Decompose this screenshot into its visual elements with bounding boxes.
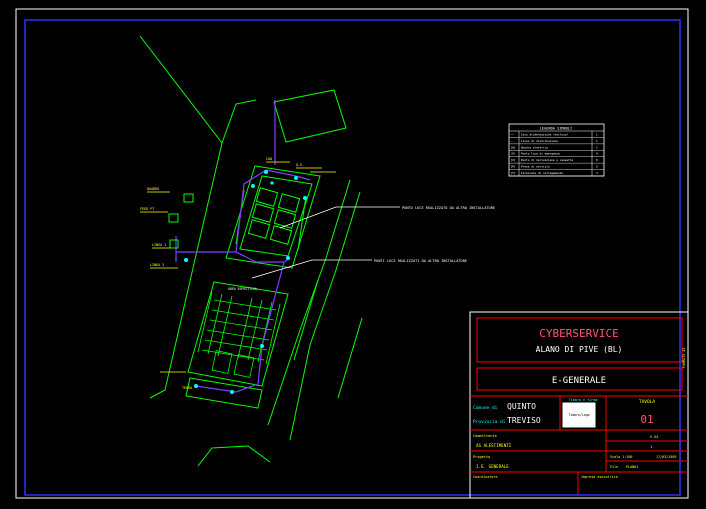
legend-description: Terminale di collegamento [521, 171, 563, 175]
legend-description: Punto luce di emergenza [521, 152, 560, 156]
yellow-ticks [140, 161, 336, 373]
legend-quantity: 6 [596, 158, 598, 162]
legend-description: Linea di distribuzione [521, 139, 558, 143]
boundary-line-left [139, 35, 223, 399]
coordinator-label: Coordinatore [473, 475, 498, 479]
stamp-text: Timbro/Logo [568, 413, 589, 417]
label-linea2: LINEA 2 [150, 263, 164, 267]
wiring [175, 100, 311, 393]
label-cab: CAB [266, 157, 272, 161]
sheet-number: 01 [640, 413, 653, 426]
legend-title: LEGENDA SIMBOLI [540, 127, 572, 131]
file-label: File [610, 465, 618, 469]
building-lower [187, 281, 289, 387]
road-edge-line-2 [337, 317, 363, 399]
feeder-box-1 [183, 193, 194, 203]
entrance-block [185, 377, 263, 409]
wire-lower [235, 251, 291, 263]
legend-description: Cavo alimentazione (escluso) [521, 132, 568, 136]
label-linea1: LINEA 1 [152, 243, 166, 247]
revision: 1 [650, 445, 652, 449]
legend-description: Presa di servizio [521, 165, 550, 169]
file-value: PLAN01 [626, 465, 638, 469]
legend-symbol: [T] [511, 171, 516, 175]
side-note: FORMATO A3 [682, 348, 686, 368]
wire-down [195, 261, 285, 393]
area-label: AREA ESPOSITIVA [228, 287, 257, 291]
sheet-outer-border [15, 8, 689, 499]
drawing-title: E-GENERALE [552, 376, 606, 386]
annotation-leaders [251, 206, 400, 279]
road-edge-far-right [289, 191, 361, 441]
company-box [476, 317, 683, 363]
label-feed: FEED PT [140, 207, 154, 211]
legend-quantity: 4 [596, 152, 598, 156]
site-location: ALANO DI PIVE (BL) [536, 345, 623, 354]
wire-main [176, 169, 311, 253]
stamp-label: Timbro e firma [569, 398, 598, 402]
sheet-label: TAVOLA [639, 399, 656, 405]
scale-line: Scala 1:200 [610, 455, 632, 459]
legend-symbol: ~~ [511, 132, 515, 136]
stamp-box [562, 402, 596, 428]
legend-symbol: (O) [511, 152, 516, 156]
legend-quantity: 3 [596, 171, 598, 175]
site-plan [139, 35, 363, 467]
legend-symbol: [Q] [511, 145, 516, 149]
date: 17/03/2009 [656, 455, 676, 459]
entrance-curve [197, 445, 271, 467]
upper-stalls [235, 187, 307, 251]
legend-description: Quadro elettrico [521, 145, 548, 149]
label-quadro: QUADRO [147, 187, 159, 191]
project-label: Progetto [473, 455, 490, 459]
label-qe: Q.E. [296, 163, 304, 167]
road-edge-right [267, 179, 351, 426]
city-value: QUINTO [507, 402, 536, 411]
legend-quantity: 1 [596, 139, 598, 143]
legend-symbol: [P] [511, 165, 516, 169]
device-markers [184, 170, 307, 394]
building-upper [225, 165, 321, 269]
boundary-line-right [221, 99, 257, 144]
sheet-code: V.01 [650, 435, 659, 439]
sheet-inner-border [24, 19, 681, 496]
building-small [273, 89, 347, 143]
title-block: CYBERSERVICE ALANO DI PIVE (BL) FORMATO … [469, 311, 689, 499]
feeder-box-2 [168, 213, 179, 223]
annotation-upper: PUNTO LUCE REALIZZATO DA ALTRO INSTALLAT… [402, 206, 495, 210]
legend-quantity: 2 [596, 165, 598, 169]
road-edge-line [293, 279, 319, 361]
legend-description: Punto di derivazione e cassetta [521, 158, 574, 162]
project-value: I.E. GENERALE [476, 464, 509, 469]
legend-quantity: 1 [596, 145, 598, 149]
client-value: AS ALESTIMENTI [476, 443, 512, 448]
feeder-box-3 [169, 239, 179, 249]
legend-quantity: 1 [596, 132, 598, 136]
lower-stalls [197, 291, 281, 378]
yellow-labels: FEED PT QUADRO LINEA 1 LINEA 2 CAB Q.E. … [140, 157, 304, 390]
legend: LEGENDA SIMBOLI ~~ Cavo alimentazione (es… [508, 123, 605, 177]
company-name: CYBERSERVICE [539, 327, 618, 340]
province-label: Provincia di [473, 419, 506, 425]
legend-symbol: [X] [511, 158, 516, 162]
annotation-lower: PUNTI LUCE REALIZZATI DA ALTRO INSTALLAT… [374, 259, 467, 263]
client-label: Committente [473, 434, 497, 438]
notes-label: Impresa esecutrice [581, 475, 618, 479]
drawing-title-box [476, 367, 683, 391]
city-label: Comune di [473, 405, 498, 411]
province-value: TREVISO [507, 416, 541, 425]
legend-symbol: --- [511, 139, 516, 143]
label-terra: TERRA [182, 386, 192, 390]
